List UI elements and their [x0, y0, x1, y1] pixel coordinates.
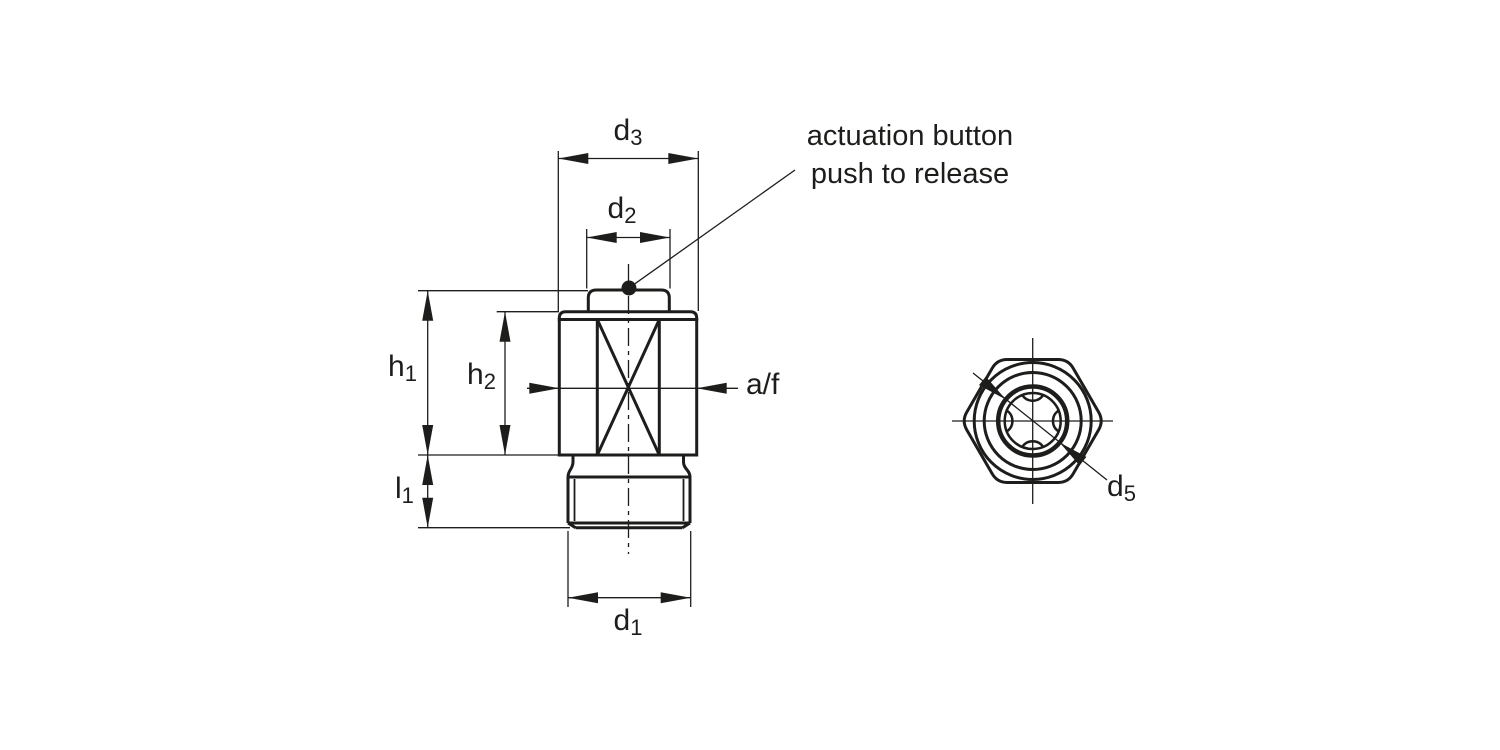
front-view: [418, 151, 796, 607]
arrowhead-d3-right: [668, 153, 699, 164]
top-view: [952, 338, 1113, 504]
top-view-hexagon-outline: [962, 358, 1103, 484]
arrowhead-h2-up: [499, 311, 511, 342]
neck-outline-right: [682, 455, 692, 478]
annotation-leader-line: [628, 169, 796, 289]
arrowhead-af-left: [529, 382, 560, 394]
actuation-button-annotation: actuation button push to release: [780, 117, 1040, 193]
arrowhead-h1-down: [422, 425, 434, 455]
arrowhead-af-right: [696, 382, 727, 394]
dimension-label-af: a/f: [746, 368, 780, 401]
button-bore-circle: [995, 384, 1070, 458]
dimension-label-h2: h2: [467, 358, 496, 394]
arrowhead-h1-up: [422, 290, 434, 321]
arrowhead-d1-left: [568, 592, 598, 604]
arrowhead-d5-upper: [979, 376, 1006, 400]
annotation-line-2: push to release: [810, 158, 1010, 190]
top-view-arrowheads: [979, 376, 1087, 466]
chamfer-circle-outer: [972, 361, 1093, 481]
dimension-label-l1: l1: [395, 472, 414, 508]
arrowhead-d3-left: [558, 153, 589, 164]
arrowhead-d2-left: [586, 232, 617, 243]
button-top-circle: [1003, 391, 1062, 451]
leader-dot: [621, 280, 637, 296]
chamfer-circle-inner: [982, 371, 1083, 471]
hex-body-outline: [557, 318, 699, 457]
front-view-arrowheads: [422, 153, 727, 604]
thread-minor-lines: [573, 479, 685, 521]
dimension-label-h1: h1: [388, 350, 417, 386]
annotation-line-1: actuation button: [806, 120, 1014, 152]
hex-flat-cross-mark: [595, 318, 661, 456]
arrowhead-d2-right: [640, 232, 670, 243]
hex-body-cap: [557, 310, 699, 321]
button-cross-recess: [1005, 394, 1060, 448]
arrowhead-d1-right: [660, 592, 691, 604]
dimension-l1: [418, 455, 570, 529]
dimension-label-d3: d3: [613, 114, 643, 150]
front-view-part-outline: [557, 288, 699, 530]
arrowhead-d5-lower: [1059, 442, 1087, 466]
arrowhead-l1-up: [422, 455, 434, 485]
dimension-label-d1: d1: [613, 604, 643, 640]
neck-outline-left: [566, 455, 575, 478]
arrowhead-l1-down: [422, 497, 434, 528]
actuation-button-outline: [586, 288, 671, 312]
threaded-stud: [566, 475, 692, 530]
arrowhead-h2-down: [499, 425, 511, 455]
dimension-label-d2: d2: [607, 192, 637, 228]
dimension-label-d5: d5: [1107, 470, 1136, 506]
